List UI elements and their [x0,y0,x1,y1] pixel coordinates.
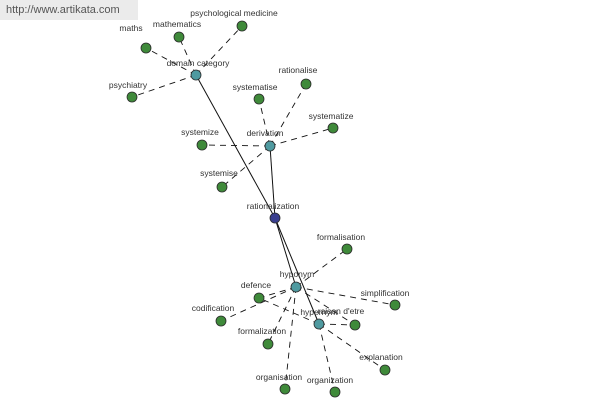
edge-hyponym-simplification [295,286,396,306]
node-label-systematize: systematize [309,111,354,121]
edge-hyponym-raison_detre [295,286,356,326]
node-label-rationalise: rationalise [279,65,318,75]
node-explanation[interactable] [379,364,391,376]
node-formalisation[interactable] [341,243,353,255]
node-label-hypernym: hypernym [300,307,337,317]
edge-derivation-systemize [201,144,271,147]
node-rationalise[interactable] [300,78,312,90]
node-systemise[interactable] [216,181,228,193]
node-psychological-medicine[interactable] [236,20,248,32]
node-defence[interactable] [253,292,265,304]
node-simplification[interactable] [389,299,401,311]
edge-derivation-systematise [258,98,271,147]
edge-hypernym-explanation [318,323,386,371]
node-label-domain: domain category [167,58,231,68]
edge-rationalization-hypernym [274,217,320,325]
node-label-codification: codification [192,303,235,313]
node-codification[interactable] [215,315,227,327]
edge-layer [131,25,396,393]
edge-domain-mathematics [178,36,197,76]
node-maths[interactable] [140,42,152,54]
node-organisation[interactable] [279,383,291,395]
node-formalization[interactable] [262,338,274,350]
edge-domain-psychiatry [131,74,197,98]
node-rationalization[interactable] [269,212,281,224]
node-label-organization: organization [307,375,354,385]
edge-hyponym-formalisation [295,248,348,288]
watermark-url[interactable]: http://www.artikata.com [0,0,138,20]
edge-rationalization-domain [195,74,276,219]
node-label-organisation: organisation [256,372,303,382]
node-label-rationalization: rationalization [247,201,300,211]
node-layer [126,20,401,398]
edge-derivation-rationalise [269,83,307,147]
edge-hypernym-raison_detre [318,323,356,326]
node-domain[interactable] [190,69,202,81]
node-label-formalisation: formalisation [317,232,365,242]
node-label-systemize: systemize [181,127,219,137]
node-hyponym[interactable] [290,281,302,293]
node-systematize[interactable] [327,122,339,134]
node-systemize[interactable] [196,139,208,151]
edge-rationalization-derivation [269,145,276,219]
node-label-formalization: formalization [238,326,286,336]
node-hypernym[interactable] [313,318,325,330]
node-label-raison-detre: raison d'etre [318,306,365,316]
edge-hyponym-codification [220,286,297,322]
node-label-explanation: explanation [359,352,403,362]
node-mathematics[interactable] [173,31,185,43]
node-label-derivation: derivation [247,128,284,138]
node-label-psychological-medicine: psychological medicine [190,8,278,18]
node-label-simplification: simplification [361,288,410,298]
edge-rationalization-hyponym [274,217,297,288]
node-label-maths: maths [119,23,142,33]
node-label-psychiatry: psychiatry [109,80,148,90]
node-label-mathematics: mathematics [153,19,201,29]
node-label-hyponym: hyponym [280,269,315,279]
edge-domain-psychological_medicine [195,25,243,76]
node-label-defence: defence [241,280,272,290]
node-organization[interactable] [329,386,341,398]
node-label-systemise: systemise [200,168,238,178]
node-raison-detre[interactable] [349,319,361,331]
node-label-systematise: systematise [233,82,278,92]
edge-hypernym-organization [318,323,336,393]
label-layer: rationalization domain category derivation… [109,8,410,385]
edge-domain-maths [145,47,197,76]
node-systematise[interactable] [253,93,265,105]
node-derivation[interactable] [264,140,276,152]
node-psychiatry[interactable] [126,91,138,103]
